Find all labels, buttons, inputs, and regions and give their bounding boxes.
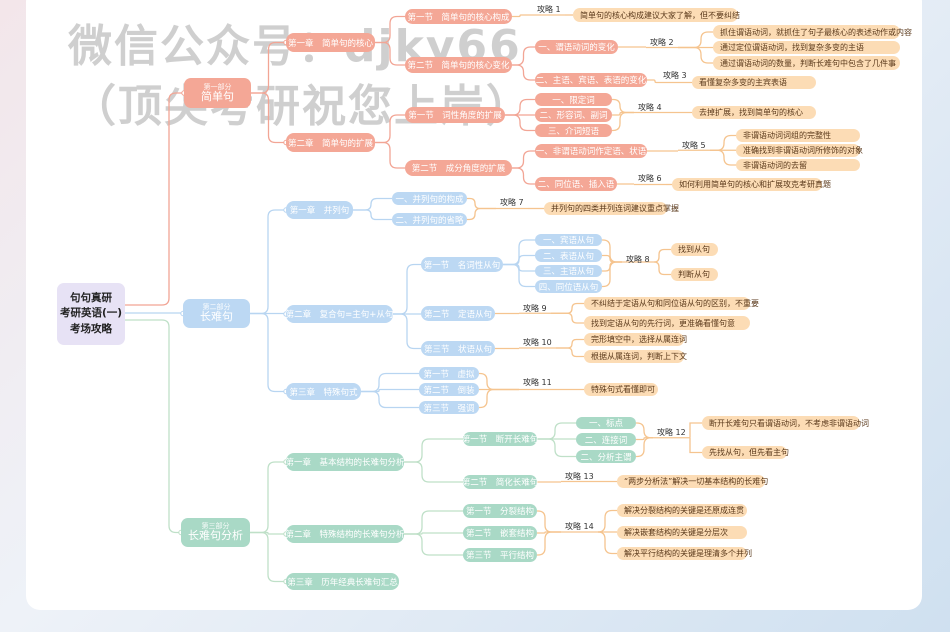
tip-node[interactable]: 简单句的核心构成建议大家了解，但不要纠结: [573, 8, 740, 22]
part-3-node[interactable]: 第三部分 长难句分析: [181, 518, 250, 547]
item-node[interactable]: 四、同位语从句: [535, 280, 602, 293]
tip-node[interactable]: 解决平行结构的关键是理清多个并列: [617, 547, 752, 560]
section-node[interactable]: 第二节 成分角度的扩展: [405, 160, 512, 176]
strategy-label: 攻略 12: [657, 428, 686, 437]
strategy-label: 攻略 6: [638, 174, 662, 183]
tip-node[interactable]: 非谓语动词词组的完整性: [736, 129, 860, 142]
strategy-label: 攻略 1: [537, 5, 561, 14]
chapter-node[interactable]: 第一章 基本结构的长难句分析: [286, 453, 405, 471]
section-node[interactable]: 第二节 定语从句: [421, 306, 495, 321]
tip-node[interactable]: “两步分析法”解决一切基本结构的长难句: [617, 475, 768, 488]
tip-node[interactable]: 先找从句，但先看主句: [702, 446, 789, 459]
item-node[interactable]: 一、宾语从句: [535, 234, 602, 246]
part-title: 简单句: [201, 89, 234, 103]
item-node[interactable]: 一、标点: [576, 417, 636, 429]
chapter-node[interactable]: 第一章 并列句: [286, 201, 353, 219]
chapter-node[interactable]: 第二章 复合句=主句+从句: [286, 305, 393, 323]
root-line: 考场攻略: [70, 322, 112, 335]
tip-node[interactable]: 找到定语从句的先行词，更准确看懂句意: [584, 316, 750, 330]
item-node[interactable]: 一、谓语动词的变化: [535, 40, 618, 54]
section-node[interactable]: 第一节 词性角度的扩展: [405, 107, 505, 123]
section-node[interactable]: 第三节 平行结构: [463, 548, 537, 562]
tip-node[interactable]: 抓住谓语动词，就抓住了句子最核心的表述动作或内容: [713, 25, 912, 39]
strategy-label: 攻略 2: [650, 38, 674, 47]
root-line: 考研英语(一): [59, 307, 123, 320]
strategy-label: 攻略 3: [663, 71, 687, 80]
chapter-node[interactable]: 第三章 历年经典长难句汇总: [286, 573, 399, 590]
strategy-label: 攻略 4: [638, 103, 662, 112]
item-node[interactable]: 一、非谓语动词作定语、状语: [535, 144, 647, 158]
strategy-label: 攻略 9: [523, 304, 547, 313]
section-node[interactable]: 第一节 分裂结构: [463, 504, 537, 518]
item-node[interactable]: 二、主语、宾语、表语的变化: [535, 73, 647, 87]
item-node[interactable]: 一、限定词: [535, 93, 612, 106]
strategy-label: 攻略 7: [500, 198, 524, 207]
item-node[interactable]: 二、并列句的省略: [392, 213, 467, 226]
part-1-node[interactable]: 第一部分 简单句: [184, 78, 251, 108]
section-node[interactable]: 第一节 断开长难句: [462, 432, 538, 446]
section-node[interactable]: 第一节 名词性从句: [421, 257, 503, 272]
tip-node[interactable]: 解决分裂结构的关键是还原成连贯: [617, 504, 747, 517]
part-label: 第一部分: [203, 82, 232, 91]
item-node[interactable]: 二、形容词、副词: [535, 108, 612, 122]
section-node[interactable]: 第一节 简单句的核心构成: [405, 9, 512, 24]
item-node[interactable]: 二、连接词: [576, 433, 636, 446]
item-node[interactable]: 二、分析主谓: [576, 450, 636, 463]
item-node[interactable]: 二、表语从句: [535, 249, 602, 262]
strategy-label: 攻略 11: [523, 378, 552, 387]
tip-node[interactable]: 看懂复杂多变的主宾表语: [692, 76, 816, 89]
item-node[interactable]: 三、介词短语: [535, 124, 612, 137]
part-label: 第三部分: [201, 522, 230, 531]
part-title: 长难句: [200, 310, 233, 324]
strategy-label: 攻略 13: [565, 472, 594, 481]
chapter-node[interactable]: 第二章 简单句的扩展: [286, 133, 375, 152]
item-node[interactable]: 二、同位语、插入语: [535, 177, 617, 191]
strategy-label: 攻略 10: [523, 338, 552, 347]
part-title: 长难句分析: [188, 529, 243, 543]
tip-node[interactable]: 并列句的四类并列连词建议重点掌握: [544, 202, 679, 215]
strategy-label: 攻略 8: [626, 255, 650, 264]
item-node[interactable]: 三、主语从句: [535, 265, 602, 277]
item-node[interactable]: 第二节 倒装: [419, 383, 479, 396]
tip-node[interactable]: 断开长难句只看谓语动词，不考虑非谓语动词: [702, 416, 869, 430]
chapter-node[interactable]: 第二章 特殊结构的长难句分析: [286, 525, 405, 543]
tip-node[interactable]: 通过定位谓语动词，找到复杂多变的主语: [713, 41, 900, 54]
strategy-label: 攻略 14: [565, 522, 594, 531]
strategy-label: 攻略 5: [682, 141, 706, 150]
tip-node[interactable]: 判断从句: [671, 268, 718, 281]
section-node[interactable]: 第二节 简单句的核心变化: [405, 57, 512, 73]
section-node[interactable]: 第三节 状语从句: [421, 341, 495, 356]
tip-node[interactable]: 如何利用简单句的核心和扩展攻克考研真题: [672, 178, 831, 191]
tip-node[interactable]: 通过谓语动词的数量，判断长难句中包含了几件事: [713, 56, 900, 70]
root-line: 句句真研: [70, 292, 112, 305]
tip-node[interactable]: 完形填空中，选择从属连词: [584, 333, 687, 346]
tip-node[interactable]: 解决嵌套结构的关键是分层次: [617, 526, 747, 539]
tip-node[interactable]: 特殊句式看懂即可: [584, 383, 658, 396]
tip-node[interactable]: 去掉扩展，找到简单句的核心: [692, 106, 816, 119]
part-2-node[interactable]: 第二部分 长难句: [183, 299, 250, 328]
part-label: 第二部分: [202, 303, 231, 312]
root-node[interactable]: 句句真研 考研英语(一) 考场攻略: [57, 283, 125, 345]
tip-node[interactable]: 非谓语动词的去留: [736, 159, 860, 171]
item-node[interactable]: 第三节 强调: [419, 401, 479, 414]
chapter-node[interactable]: 第一章 简单句的核心: [286, 33, 375, 52]
section-node[interactable]: 第二节 嵌套结构: [463, 526, 537, 540]
tip-node[interactable]: 根据从属连词，判断上下文: [584, 350, 687, 363]
tip-node[interactable]: 准确找到非谓语动词所修饰的对象: [736, 144, 863, 157]
chapter-node[interactable]: 第三章 特殊句式: [286, 383, 361, 400]
section-node[interactable]: 第二节 简化长难句: [462, 475, 538, 489]
tip-node[interactable]: 找到从句: [671, 243, 718, 256]
item-node[interactable]: 第一节 虚拟: [419, 367, 479, 380]
tip-node[interactable]: 不纠结于定语从句和同位语从句的区别，不重要: [584, 297, 759, 310]
item-node[interactable]: 一、并列句的构成: [392, 192, 467, 205]
